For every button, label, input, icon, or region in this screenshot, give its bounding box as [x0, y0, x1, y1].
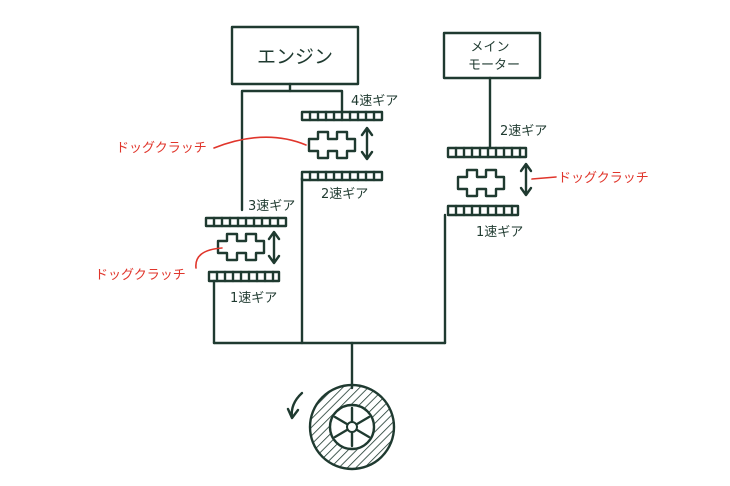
- dog-clutch-upper-left: [307, 130, 357, 160]
- dog-clutch-lower-left: [216, 232, 266, 262]
- annotation-lower-left: ドッグクラッチ: [95, 247, 223, 283]
- main-motor-label-line1: メイン: [470, 40, 509, 55]
- gearset-3-1: [204, 216, 288, 283]
- wheel: [286, 383, 396, 471]
- output-shaft: [212, 341, 447, 390]
- dog-clutch-motor: [456, 168, 506, 198]
- gearset-motor: [446, 146, 533, 217]
- engine-node: エンジン: [230, 25, 360, 86]
- annotation-upper-left: ドッグクラッチ: [116, 136, 307, 156]
- gearset-4-2: [300, 110, 384, 182]
- shift-arrow-motor: [519, 162, 533, 197]
- dog-clutch-label-lower-left: ドッグクラッチ: [95, 268, 186, 283]
- gear-label-3: 3速ギア: [248, 199, 295, 214]
- engine-shafts: [212, 82, 344, 345]
- shift-arrow-lower-left: [267, 230, 281, 265]
- engine-label: エンジン: [257, 46, 333, 68]
- main-motor-node: メイン モーター: [442, 31, 542, 80]
- main-motor-label-line2: モーター: [468, 58, 520, 73]
- gear-label-2-engine: 2速ギア: [321, 187, 368, 202]
- gear-label-1-motor: 1速ギア: [476, 225, 523, 240]
- rotation-arrow-icon: [286, 391, 304, 420]
- gear-label-1-engine: 1速ギア: [230, 291, 277, 306]
- dog-clutch-label-right: ドッグクラッチ: [558, 171, 649, 186]
- shift-arrow-upper-left: [360, 126, 374, 161]
- motor-shafts: [443, 76, 492, 345]
- gear-label-2-motor: 2速ギア: [500, 124, 547, 139]
- dog-clutch-label-upper-left: ドッグクラッチ: [116, 141, 207, 156]
- annotation-right: ドッグクラッチ: [531, 171, 649, 186]
- gear-label-4: 4速ギア: [351, 94, 398, 109]
